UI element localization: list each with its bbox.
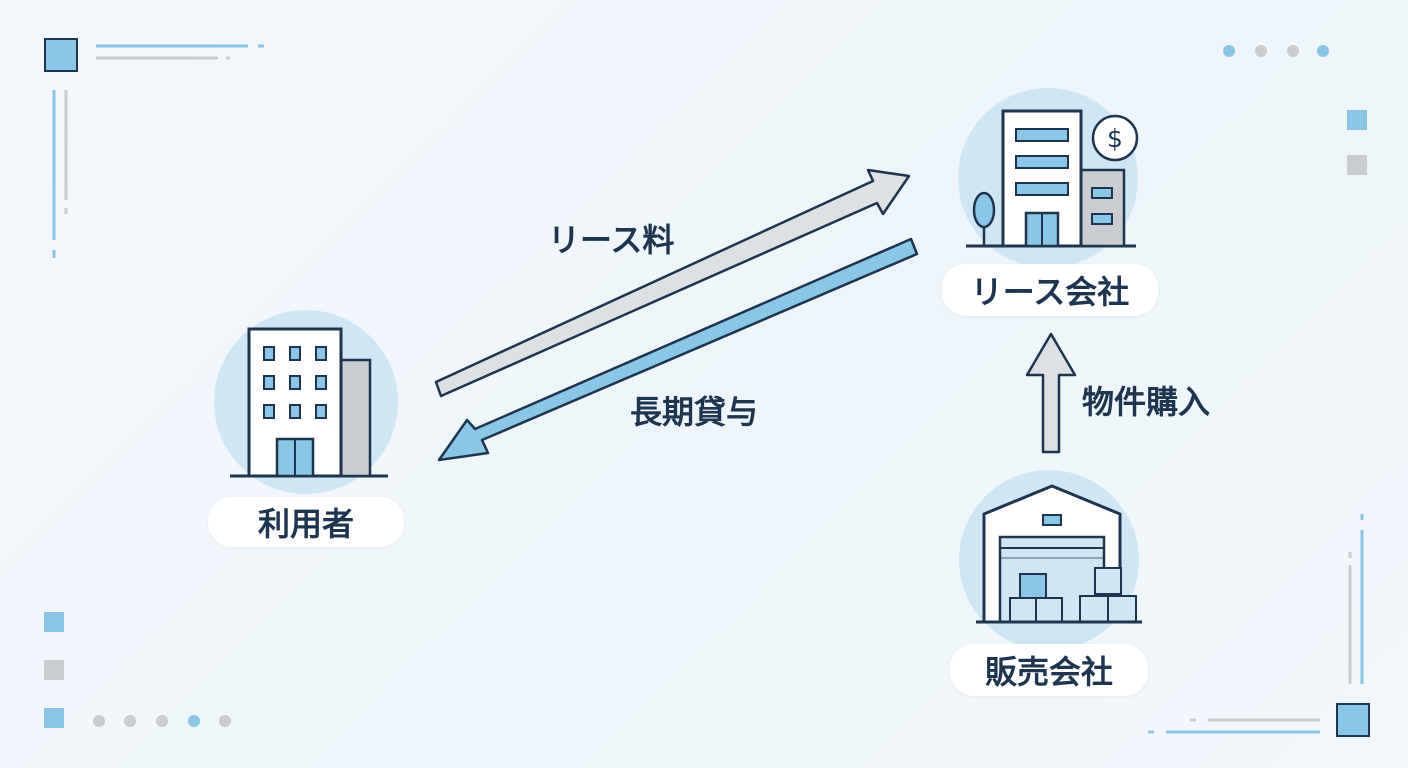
property-purchase-label: 物件購入 (1082, 383, 1211, 421)
corner-decoration-bottom-right (1148, 514, 1370, 737)
lease-company-building-icon (958, 88, 1138, 268)
long-term-lending-arrow (437, 237, 919, 462)
sales-company-label: 販売会社 (950, 644, 1148, 696)
lease-fee-arrow (434, 168, 911, 398)
corner-decoration-top-left (44, 38, 264, 258)
user-label: 利用者 (208, 497, 404, 547)
corner-decoration-top-right (1223, 45, 1367, 175)
svg-text:$: $ (1107, 124, 1123, 153)
sales-company-warehouse-icon (959, 470, 1142, 650)
user-building-icon (214, 310, 398, 494)
lease-company-label: リース会社 (942, 264, 1158, 316)
long-term-lending-label: 長期貸与 (630, 393, 759, 431)
property-purchase-arrow (1025, 332, 1077, 454)
dollar-coin-icon: $ (1091, 114, 1139, 162)
lease-fee-label: リース料 (548, 221, 675, 259)
corner-decoration-bottom-left (44, 612, 231, 728)
